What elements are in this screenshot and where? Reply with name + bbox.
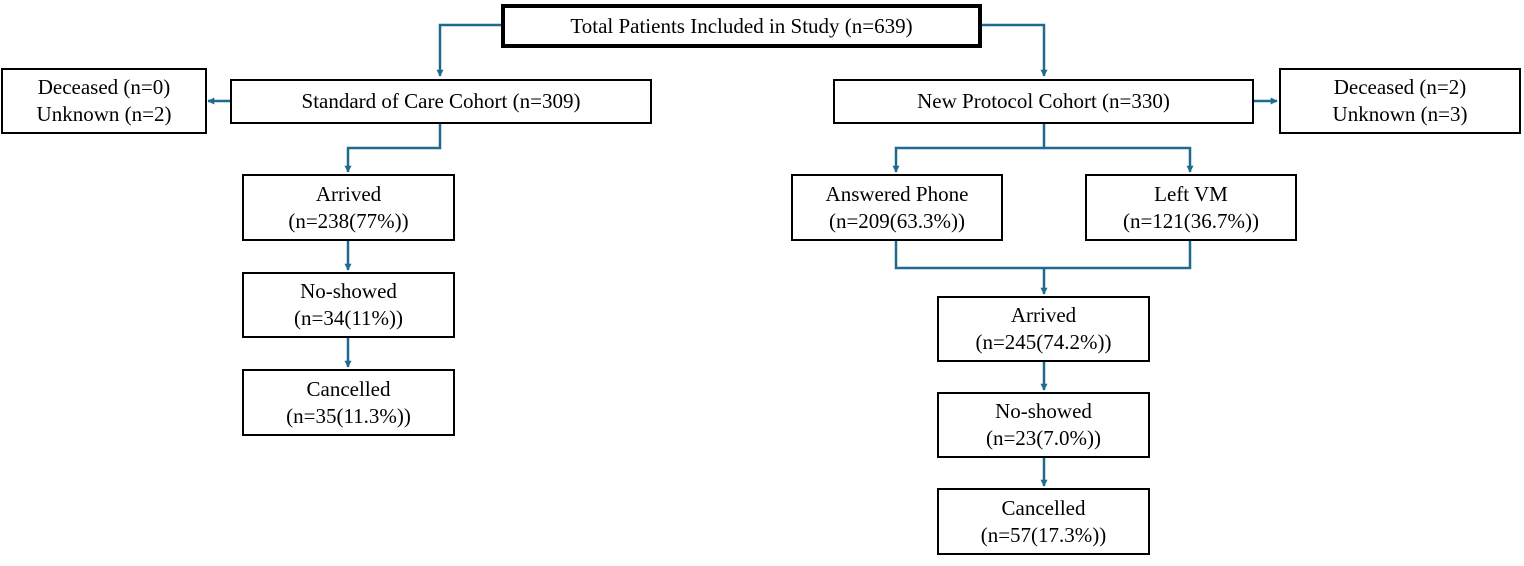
soc-arrived-label: Arrived bbox=[315, 181, 382, 206]
np-noshow-count: (n=23(7.0%)) bbox=[985, 426, 1102, 450]
np-answered-count: (n=209(63.3%)) bbox=[828, 208, 966, 233]
np-answered-box: Answered Phone (n=209(63.3%)) bbox=[791, 174, 1003, 241]
soc-cancelled-count: (n=35(11.3%)) bbox=[286, 403, 411, 428]
soc-noshow-box: No-showed (n=34(11%)) bbox=[242, 272, 455, 338]
np-excluded-box: Deceased (n=2) Unknown (n=3) bbox=[1279, 68, 1521, 134]
soc-noshow-count: (n=34(11%)) bbox=[293, 306, 404, 330]
connector-answered-to-merge bbox=[894, 241, 1192, 270]
np-noshow-box: No-showed (n=23(7.0%)) bbox=[937, 392, 1150, 458]
np-cancelled-box: Cancelled (n=57(17.3%)) bbox=[937, 488, 1150, 555]
connector-np-to-answered bbox=[892, 124, 1046, 173]
soc-excluded-box: Deceased (n=0) Unknown (n=2) bbox=[1, 68, 207, 134]
np-cohort-box: New Protocol Cohort (n=330) bbox=[833, 79, 1254, 124]
connector-np-to-leftvm bbox=[1044, 146, 1194, 173]
total-patients-label: Total Patients Included in Study (n=639) bbox=[570, 13, 913, 38]
np-noshow-label: No-showed bbox=[995, 399, 1092, 423]
np-unknown-label: Unknown (n=3) bbox=[1332, 102, 1468, 126]
soc-arrived-count: (n=238(77%)) bbox=[288, 208, 409, 233]
soc-deceased-label: Deceased (n=0) bbox=[37, 75, 171, 99]
np-arrived-count: (n=245(74.2%)) bbox=[975, 330, 1112, 354]
soc-cohort-label: Standard of Care Cohort (n=309) bbox=[301, 89, 581, 113]
np-leftvm-box: Left VM (n=121(36.7%)) bbox=[1085, 174, 1297, 241]
np-cohort-label: New Protocol Cohort (n=330) bbox=[917, 89, 1170, 113]
soc-cancelled-label: Cancelled bbox=[306, 376, 391, 401]
connector-soc-to-arrived bbox=[344, 124, 442, 173]
soc-cohort-box: Standard of Care Cohort (n=309) bbox=[230, 79, 652, 124]
connector-total-to-np bbox=[982, 23, 1048, 77]
soc-arrived-box: Arrived (n=238(77%)) bbox=[242, 174, 455, 241]
soc-noshow-label: No-showed bbox=[300, 279, 397, 303]
np-cancelled-label: Cancelled bbox=[1001, 495, 1086, 520]
soc-cancelled-box: Cancelled (n=35(11.3%)) bbox=[242, 369, 455, 436]
np-arrived-label: Arrived bbox=[1010, 303, 1077, 327]
connector-total-to-soc bbox=[436, 23, 501, 77]
np-leftvm-count: (n=121(36.7%)) bbox=[1122, 208, 1260, 233]
np-leftvm-label: Left VM bbox=[1154, 181, 1228, 206]
total-patients-box: Total Patients Included in Study (n=639) bbox=[501, 4, 982, 48]
np-arrived-box: Arrived (n=245(74.2%)) bbox=[937, 296, 1150, 362]
np-cancelled-count: (n=57(17.3%)) bbox=[980, 522, 1107, 547]
soc-unknown-label: Unknown (n=2) bbox=[36, 102, 172, 126]
np-answered-label: Answered Phone bbox=[825, 181, 969, 206]
np-deceased-label: Deceased (n=2) bbox=[1333, 75, 1467, 99]
